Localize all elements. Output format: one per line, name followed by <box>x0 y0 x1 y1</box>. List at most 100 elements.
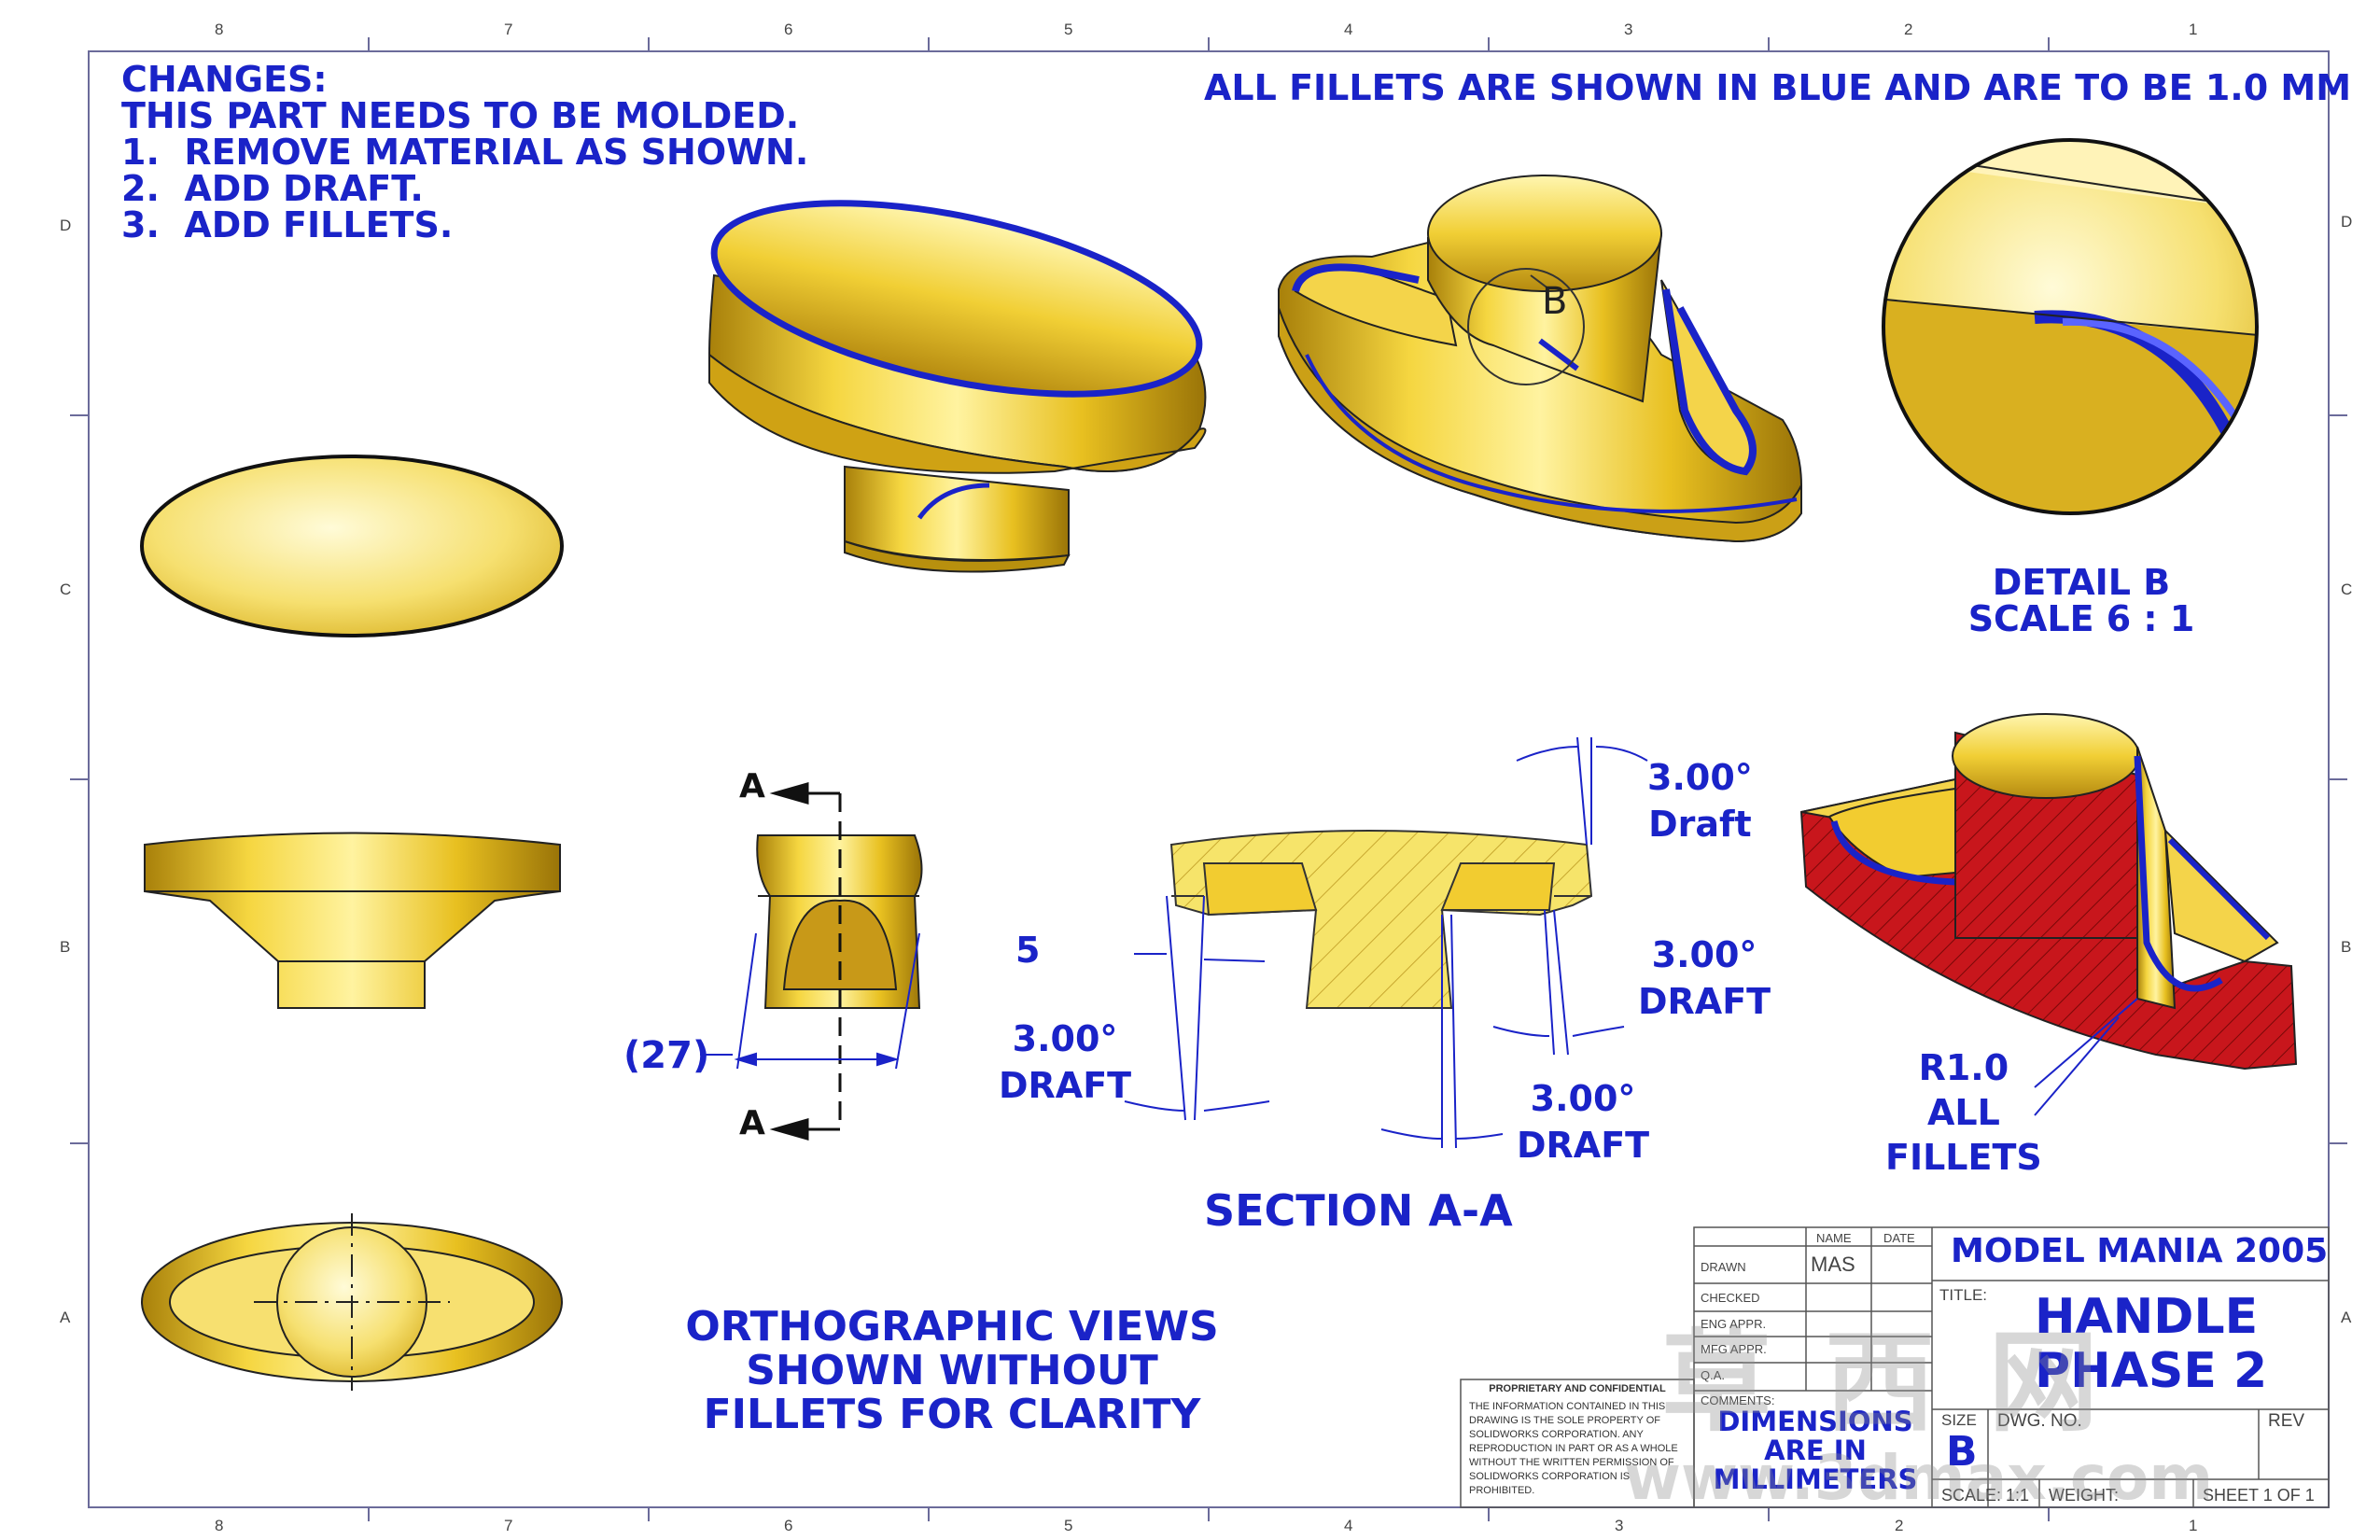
iso-view-cutaway <box>1278 175 1802 543</box>
tb-size: B <box>1946 1428 1978 1476</box>
draft-l-word: DRAFT <box>999 1065 1132 1106</box>
tb-company: MODEL MANIA 2005 <box>1951 1232 2329 1270</box>
fillet-callout-l1: R1.0 <box>1918 1047 2009 1088</box>
draft-r-word: DRAFT <box>1638 981 1771 1022</box>
section-line-a-a <box>769 782 842 1141</box>
notes-item2: 2. ADD DRAFT. <box>121 168 424 209</box>
dim-27-ref: (27) <box>623 1034 710 1077</box>
change-notes: CHANGES: THIS PART NEEDS TO BE MOLDED. 1… <box>121 62 808 244</box>
dimension-27-lines <box>700 932 920 1070</box>
zone-left-b: B <box>60 938 71 956</box>
fillet-callout-l3: FILLETS <box>1885 1137 2042 1178</box>
tb-dwg-label: DWG. NO. <box>1997 1411 2082 1431</box>
zone-right-a: A <box>2341 1309 2352 1326</box>
section-dimension-lines <box>1124 736 1648 1149</box>
tb-eng-appr: ENG APPR. <box>1701 1317 1767 1331</box>
tb-dims-1: DIMENSIONS <box>1717 1406 1913 1437</box>
cut-label-bottom: A <box>739 1104 765 1142</box>
zone-bottom-7: 7 <box>504 1517 513 1534</box>
tb-prop-l6: SOLIDWORKS CORPORATION IS <box>1469 1471 1631 1482</box>
zone-bottom-4: 4 <box>1344 1517 1353 1534</box>
zone-left-c: C <box>60 581 72 598</box>
fillet-callout: R1.0 ALL FILLETS <box>1885 1045 2042 1180</box>
notes-line1: THIS PART NEEDS TO BE MOLDED. <box>121 95 800 136</box>
draft-b-value: 3.00° <box>1530 1078 1636 1119</box>
section-a-a-view <box>1169 830 1593 1009</box>
notes-item3: 3. ADD FILLETS. <box>121 204 454 245</box>
tb-sheet: SHEET 1 OF 1 <box>2203 1486 2315 1505</box>
tb-name-hdr: NAME <box>1816 1231 1852 1245</box>
tb-drawn: DRAWN <box>1701 1260 1746 1274</box>
tb-comments: COMMENTS: <box>1701 1393 1775 1407</box>
tb-checked: CHECKED <box>1701 1291 1760 1305</box>
tb-title-label: TITLE: <box>1939 1286 1988 1304</box>
tb-weight: WEIGHT: <box>2049 1486 2119 1505</box>
tb-prop-title: PROPRIETARY AND CONFIDENTIAL <box>1489 1383 1666 1394</box>
top-view-ellipse <box>140 455 564 637</box>
zone-top-4: 4 <box>1344 21 1353 38</box>
zone-bottom-6: 6 <box>784 1517 793 1534</box>
draft-r-value: 3.00° <box>1651 934 1757 975</box>
dim-5: 5 <box>1015 930 1041 971</box>
fillet-note: ALL FILLETS ARE SHOWN IN BLUE AND ARE TO… <box>1204 67 2352 108</box>
zone-top-6: 6 <box>784 21 793 38</box>
zone-left-a: A <box>60 1309 71 1326</box>
tb-title-2: PHASE 2 <box>2035 1343 2268 1399</box>
tb-prop-l3: SOLIDWORKS CORPORATION. ANY <box>1469 1429 1644 1440</box>
tb-qa: Q.A. <box>1701 1368 1726 1382</box>
dim-27-value: 27 <box>640 1034 693 1077</box>
notes-item1: 1. REMOVE MATERIAL AS SHOWN. <box>121 132 809 173</box>
fillet-callout-l2: ALL <box>1926 1092 2000 1133</box>
tb-title: HANDLE PHASE 2 <box>2035 1290 2267 1398</box>
detail-title: DETAIL B <box>1992 562 2171 603</box>
tb-dims-3: MILLIMETERS <box>1713 1463 1918 1495</box>
detail-b-caption: DETAIL B SCALE 6 : 1 <box>1867 565 2296 637</box>
tb-dims-2: ARE IN <box>1764 1435 1867 1466</box>
notes-heading: CHANGES: <box>121 59 328 100</box>
draft-left: 3.00° DRAFT <box>999 1015 1131 1109</box>
draft-top-right: 3.00° Draft <box>1647 754 1753 847</box>
zone-top-5: 5 <box>1064 21 1073 38</box>
tb-drawn-name: MAS <box>1811 1253 1855 1276</box>
zone-ticks <box>70 37 2347 1521</box>
zone-bottom-5: 5 <box>1064 1517 1073 1534</box>
zone-left-d: D <box>60 217 72 234</box>
watermark-url: www.3dmax.com <box>1624 1442 2214 1514</box>
section-title: SECTION A-A <box>1204 1185 1513 1236</box>
tb-dimensions-note: DIMENSIONS ARE IN MILLIMETERS <box>1703 1407 1927 1494</box>
draft-tr-word: Draft <box>1648 804 1752 845</box>
ortho-l1: ORTHOGRAPHIC VIEWS <box>685 1303 1219 1351</box>
tb-prop-text: THE INFORMATION CONTAINED IN THIS DRAWIN… <box>1469 1400 1678 1498</box>
detail-b-marker: B <box>1542 280 1568 323</box>
zone-top-7: 7 <box>504 21 513 38</box>
tb-title-1: HANDLE <box>2035 1289 2259 1345</box>
title-block-lines <box>1460 1226 2330 1508</box>
tb-rev-label: REV <box>2268 1411 2305 1431</box>
draft-right: 3.00° DRAFT <box>1638 931 1771 1025</box>
front-view <box>144 832 561 1009</box>
zone-bottom-1: 1 <box>2189 1517 2198 1534</box>
ortho-l2: SHOWN WITHOUT <box>746 1347 1158 1394</box>
zone-right-c: C <box>2341 581 2353 598</box>
tb-prop-l2: DRAWING IS THE SOLE PROPERTY OF <box>1469 1415 1660 1426</box>
zone-top-2: 2 <box>1904 21 1913 38</box>
zone-right-b: B <box>2341 938 2352 956</box>
zone-bottom-3: 3 <box>1615 1517 1624 1534</box>
draft-bottom: 3.00° DRAFT <box>1517 1075 1649 1169</box>
draft-b-word: DRAFT <box>1517 1125 1650 1166</box>
ortho-note: ORTHOGRAPHIC VIEWS SHOWN WITHOUT FILLETS… <box>644 1305 1260 1436</box>
zone-top-3: 3 <box>1624 21 1633 38</box>
tb-mfg-appr: MFG APPR. <box>1701 1342 1767 1356</box>
tb-size-label: SIZE <box>1941 1411 1977 1429</box>
tb-prop-l4: REPRODUCTION IN PART OR AS A WHOLE <box>1469 1443 1678 1454</box>
section-iso-view <box>1799 713 2298 1116</box>
tb-prop-l7: PROHIBITED. <box>1469 1485 1535 1496</box>
iso-view-handle <box>707 200 1207 573</box>
zone-top-1: 1 <box>2189 21 2198 38</box>
tb-date-hdr: DATE <box>1883 1231 1915 1245</box>
tb-prop-l5: WITHOUT THE WRITTEN PERMISSION OF <box>1469 1457 1674 1468</box>
zone-bottom-2: 2 <box>1895 1517 1904 1534</box>
draft-l-value: 3.00° <box>1012 1018 1118 1059</box>
zone-top-8: 8 <box>215 21 224 38</box>
